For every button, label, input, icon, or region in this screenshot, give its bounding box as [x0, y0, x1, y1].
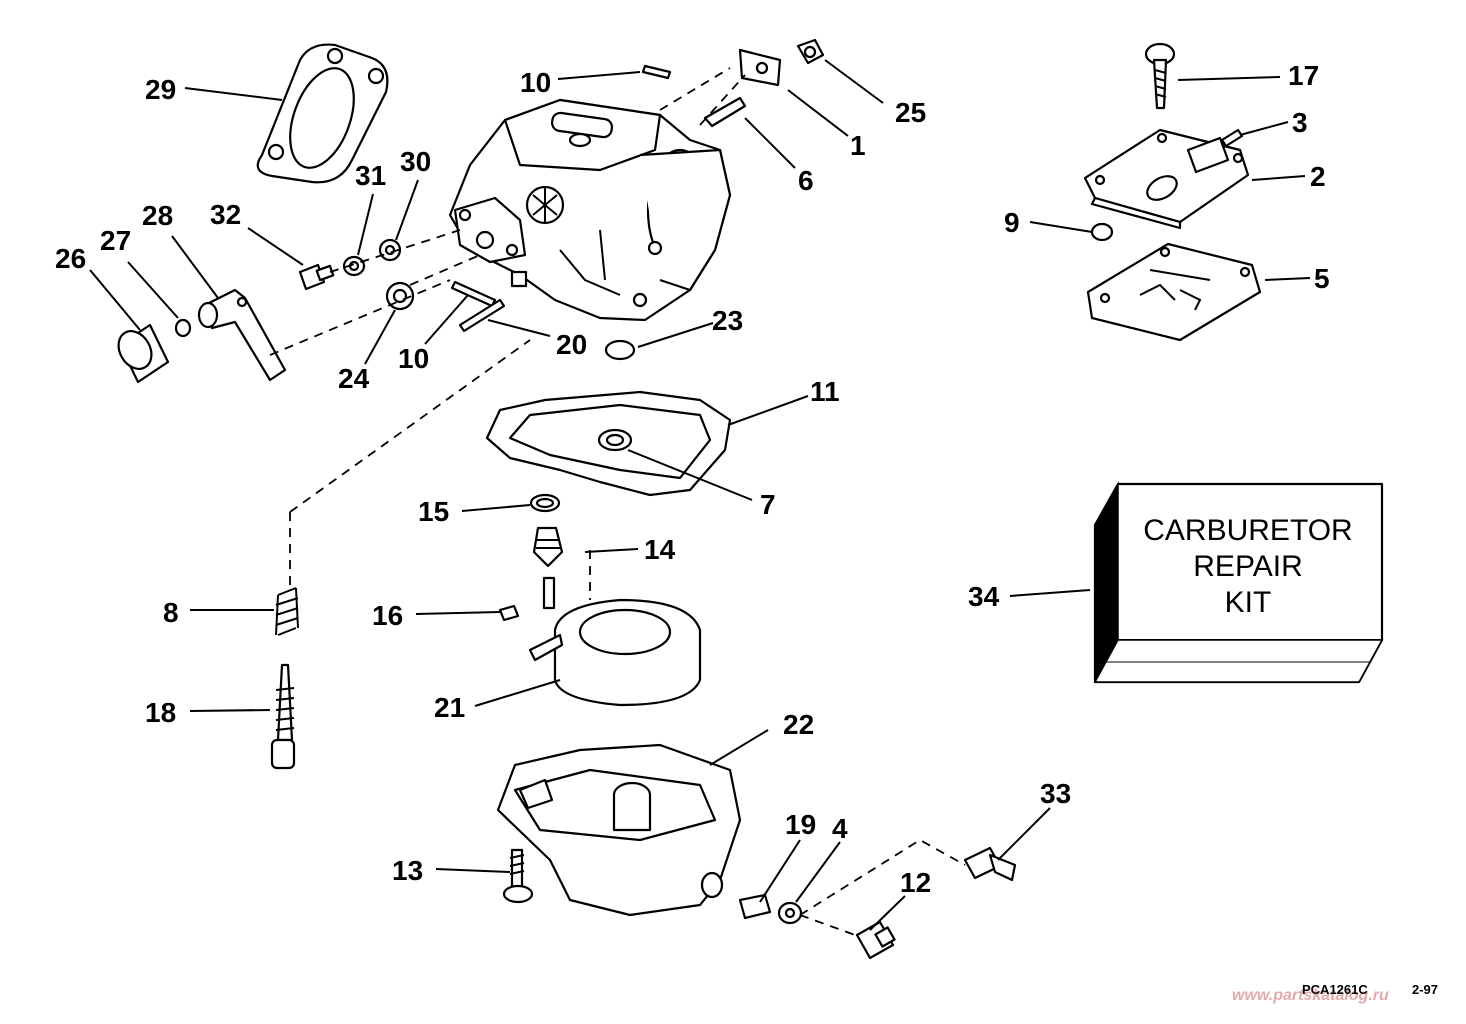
part-26-bushing: [117, 323, 170, 384]
part-10-pin-top: [641, 64, 672, 80]
callout-2: 2: [1310, 161, 1326, 192]
part-24-washer: [385, 281, 415, 311]
revision-date: 2-97: [1412, 982, 1438, 997]
part-1-plate: [738, 48, 782, 87]
callout-17: 17: [1288, 60, 1319, 91]
callout-13: 13: [392, 855, 423, 886]
part-17-screw: [1144, 42, 1176, 110]
part-13-screw: [502, 848, 534, 904]
part-16-clip: [498, 604, 520, 622]
callout-6: 6: [798, 165, 814, 196]
part-25-screw: [796, 38, 825, 65]
callout-20: 20: [556, 329, 587, 360]
callout-33: 33: [1040, 778, 1071, 809]
part-20-screw: [458, 298, 506, 333]
part-6-needle: [703, 96, 747, 128]
callout-5: 5: [1314, 263, 1330, 294]
callout-10-lower: 10: [398, 343, 429, 374]
callout-10-top: 10: [520, 67, 551, 98]
part-3-fitting: [1220, 128, 1244, 148]
part-2-cover: [1083, 128, 1250, 230]
callout-28: 28: [142, 200, 173, 231]
callout-34: 34: [968, 581, 1000, 612]
callout-26: 26: [55, 243, 86, 274]
callout-22: 22: [783, 709, 814, 740]
part-33-fitting: [963, 846, 1017, 882]
callout-12: 12: [900, 867, 931, 898]
part-4-washer: [777, 901, 803, 925]
part-19-jet: [738, 893, 772, 920]
part-9-screw: [1090, 222, 1114, 242]
watermark: www.partskatalog.ru: [1232, 987, 1389, 1004]
callout-31: 31: [355, 160, 386, 191]
callout-7: 7: [760, 489, 776, 520]
carburetor-body: [448, 98, 732, 322]
part-8-spring: [275, 587, 299, 636]
callout-1: 1: [850, 130, 866, 161]
callout-4: 4: [832, 813, 848, 844]
callout-24: 24: [338, 363, 370, 394]
part-32-screw: [298, 263, 335, 291]
part-18-needle-screw: [270, 663, 296, 770]
callout-11: 11: [810, 376, 840, 407]
part-12-plug-screw: [855, 920, 896, 960]
part-34-repair-kit-box: CARBURETOR REPAIR KIT: [1093, 481, 1384, 684]
callout-16: 16: [372, 600, 403, 631]
callout-3: 3: [1292, 107, 1308, 138]
callout-14: 14: [644, 534, 676, 565]
callout-21: 21: [434, 692, 465, 723]
part-5-diaphragm: [1086, 242, 1262, 342]
callout-numbers: 29 10 25 1 6 17 3 2 9 5 30 31 28 32 27 2…: [55, 60, 1330, 898]
part-30-lockwasher: [378, 238, 402, 262]
callout-9: 9: [1004, 207, 1020, 238]
kit-label-line1: CARBURETOR: [1143, 514, 1352, 547]
callout-30: 30: [400, 146, 431, 177]
part-29-gasket: [256, 43, 389, 184]
callout-8: 8: [163, 597, 179, 628]
part-22-float-bowl: [496, 743, 742, 917]
callout-15: 15: [418, 496, 449, 527]
part-10-pin-lower: [450, 280, 497, 308]
part-27-o-ring: [174, 318, 192, 338]
callout-29: 29: [145, 74, 176, 105]
part-23-plug: [604, 339, 636, 361]
callout-18: 18: [145, 697, 176, 728]
callout-19: 19: [785, 809, 816, 840]
callout-23: 23: [712, 305, 743, 336]
leader-lines: [89, 59, 1311, 931]
part-15-o-ring: [529, 493, 561, 513]
callout-25: 25: [895, 97, 926, 128]
callout-32: 32: [210, 199, 241, 230]
assembly-dashed-lines: [269, 67, 966, 936]
kit-label-line3: KIT: [1225, 586, 1272, 619]
part-code: PCA1261C: [1302, 982, 1368, 997]
part-21-float: [528, 598, 702, 707]
callout-27: 27: [100, 225, 131, 256]
part-28-lever: [197, 288, 287, 382]
kit-label-line2: REPAIR: [1193, 550, 1302, 583]
part-11-gasket: [485, 390, 732, 497]
part-14-needle-seat: [532, 526, 564, 610]
footer: www.partskatalog.ru PCA1261C 2-97: [1232, 982, 1438, 1004]
